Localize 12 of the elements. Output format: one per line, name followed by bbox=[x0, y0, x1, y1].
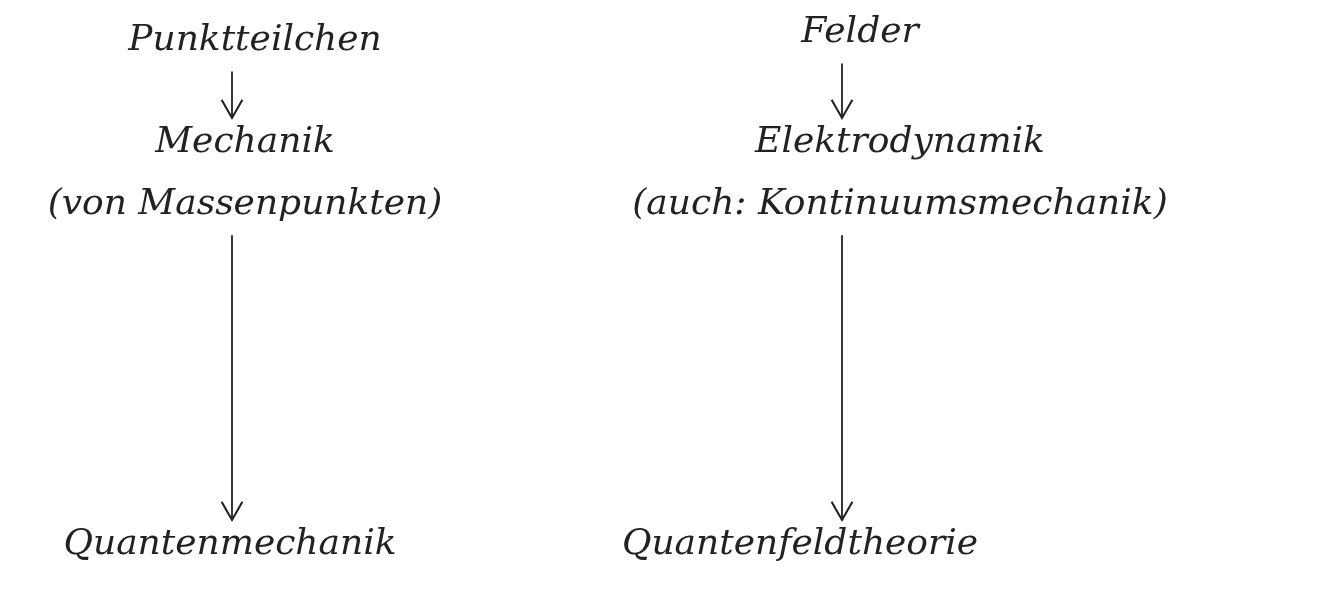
concept-note: (von Massenpunkten) bbox=[47, 181, 443, 222]
concept-label: Quantenmechanik bbox=[63, 522, 397, 562]
concept-label: Felder bbox=[801, 10, 919, 50]
concept-note: (auch: Kontinuumsmechanik) bbox=[632, 181, 1168, 222]
concept-label: Quantenfeldtheorie bbox=[621, 522, 979, 562]
arrow bbox=[220, 234, 244, 522]
arrow bbox=[830, 234, 854, 522]
arrow bbox=[830, 62, 854, 120]
arrow bbox=[220, 70, 244, 120]
concept-label: Elektrodynamik bbox=[755, 120, 1045, 160]
concept-label: Punktteilchen bbox=[128, 18, 382, 58]
concept-label: Mechanik bbox=[155, 120, 335, 160]
